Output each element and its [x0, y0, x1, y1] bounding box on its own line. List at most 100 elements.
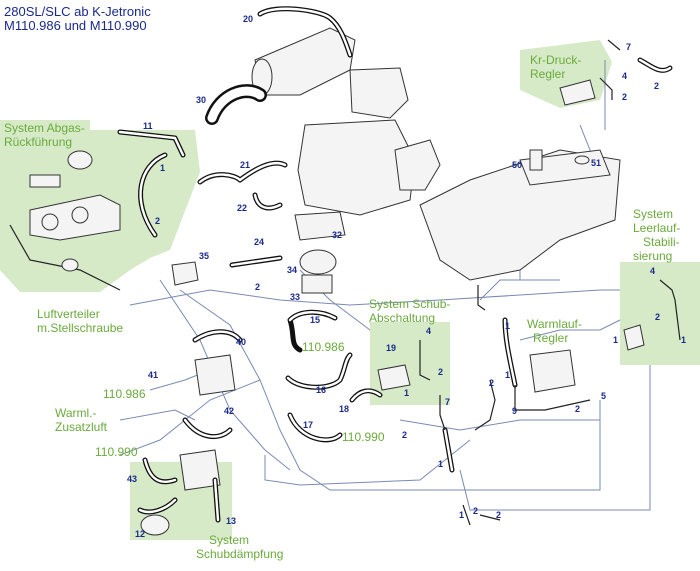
pn-4a: 4: [426, 326, 431, 336]
label-luft-1: Luftverteiler: [37, 307, 100, 321]
label-110990-b: 110.990: [95, 445, 138, 459]
pn-43: 43: [127, 474, 137, 484]
label-abgas-1: System Abgas-: [4, 121, 85, 135]
pn-7b: 7: [626, 42, 631, 52]
flange-hole-a: [41, 213, 59, 231]
pn-50: 50: [512, 160, 522, 170]
egr-pipe: [9, 224, 121, 291]
pn-17: 17: [303, 420, 313, 430]
pn-13: 13: [226, 516, 236, 526]
label-kr-2: Regler: [530, 67, 565, 81]
label-110990-a: 110.990: [342, 430, 385, 444]
pn-2c: 2: [438, 367, 443, 377]
pn-21: 21: [240, 160, 250, 170]
pn-1e: 1: [505, 370, 510, 380]
pn-32: 32: [332, 230, 342, 240]
pn-16: 16: [316, 385, 326, 395]
pn-2i: 2: [655, 312, 660, 322]
pn-19: 19: [386, 343, 396, 353]
label-leer-3: Stabili-: [643, 235, 680, 249]
label-110986-b: 110.986: [103, 387, 146, 401]
label-leer-4: sierung: [633, 249, 672, 263]
sensor-50: [529, 149, 543, 171]
warmup-regulator: [529, 349, 576, 393]
pn-2k: 2: [496, 510, 501, 520]
label-warml-2: Zusatzluft: [55, 420, 108, 434]
pn-18: 18: [339, 404, 349, 414]
pn-4b: 4: [622, 71, 627, 81]
hoses: [117, 6, 673, 523]
pipe-nut: [61, 258, 79, 272]
pn-1a: 1: [160, 163, 165, 173]
pn-2b: 2: [255, 282, 260, 292]
label-luft-2: m.Stellschraube: [37, 321, 123, 335]
intake-housing: [251, 27, 621, 294]
pn-2a: 2: [155, 216, 160, 226]
label-damp-2: Schubdämpfung: [196, 547, 283, 561]
shutoff-valve: [377, 364, 411, 391]
pn-1b: 1: [404, 388, 409, 398]
egr-valve: [67, 150, 93, 170]
gasket-33: [301, 274, 333, 294]
aux-air-valve-986: [194, 354, 236, 396]
pn-24: 24: [254, 237, 264, 247]
pn-4c: 4: [650, 266, 655, 276]
pn-42: 42: [224, 406, 234, 416]
pn-2j: 2: [473, 506, 478, 516]
idle-valve: [623, 324, 645, 351]
pn-34: 34: [287, 265, 297, 275]
pn-33: 33: [290, 292, 300, 302]
label-leer-1: System: [633, 207, 673, 221]
label-warm-1: Warmlauf-: [527, 317, 582, 331]
pn-2d: 2: [402, 430, 407, 440]
pn-9: 9: [512, 406, 517, 416]
label-schub-2: Abschaltung: [369, 311, 435, 325]
egr-fitting: [29, 174, 61, 188]
pn-2e: 2: [489, 378, 494, 388]
label-damp-1: System: [209, 533, 249, 547]
pn-5: 5: [601, 391, 606, 401]
pn-7a: 7: [445, 397, 450, 407]
part-number-labels: 20 30 11 1 2 21 22 24 35 2 33 34 32 15 4…: [127, 14, 686, 539]
egr-parts: [9, 150, 199, 291]
pn-40: 40: [236, 337, 246, 347]
pn-41: 41: [148, 370, 158, 380]
air-flow-sensor: [299, 249, 337, 275]
flange-hole-b: [71, 206, 89, 224]
pn-2h: 2: [654, 81, 659, 91]
pn-20: 20: [243, 14, 253, 24]
label-110986-a: 110.986: [302, 340, 345, 354]
pn-1h: 1: [459, 510, 464, 520]
distributor-block: [349, 67, 409, 119]
label-leer-2: Leerlauf-: [633, 221, 680, 235]
aux-air-valve-990: [179, 449, 221, 491]
throttle-body: [297, 119, 416, 216]
fuel-distributor: [394, 139, 441, 191]
intake-manifold: [419, 149, 621, 281]
right-parts: [529, 79, 645, 393]
title-line-2: M110.986 und M110.990: [4, 18, 147, 33]
damper: [140, 514, 170, 536]
pn-1f: 1: [681, 335, 686, 345]
label-warml-1: Warml.-: [55, 406, 97, 420]
pn-11: 11: [143, 121, 153, 131]
title-line-1: 280SL/SLC ab K-Jetronic: [4, 4, 151, 19]
zone-schub: [370, 322, 450, 405]
label-warm-2: Regler: [533, 331, 568, 345]
pn-22: 22: [237, 203, 247, 213]
pn-2f: 2: [575, 404, 580, 414]
label-abgas-2: Rückführung: [4, 135, 72, 149]
system-labels: System Abgas- Rückführung Kr-Druck- Regl…: [4, 53, 680, 561]
air-distributor: [171, 261, 199, 286]
label-kr-1: Kr-Druck-: [530, 53, 581, 67]
pn-15: 15: [310, 315, 320, 325]
lower-parts: [140, 354, 411, 536]
air-filter-adapter: [294, 211, 346, 241]
pn-30: 30: [196, 95, 206, 105]
pn-35: 35: [199, 251, 209, 261]
pn-1d: 1: [505, 321, 510, 331]
ring-51: [574, 155, 590, 165]
pn-1c: 1: [438, 459, 443, 469]
